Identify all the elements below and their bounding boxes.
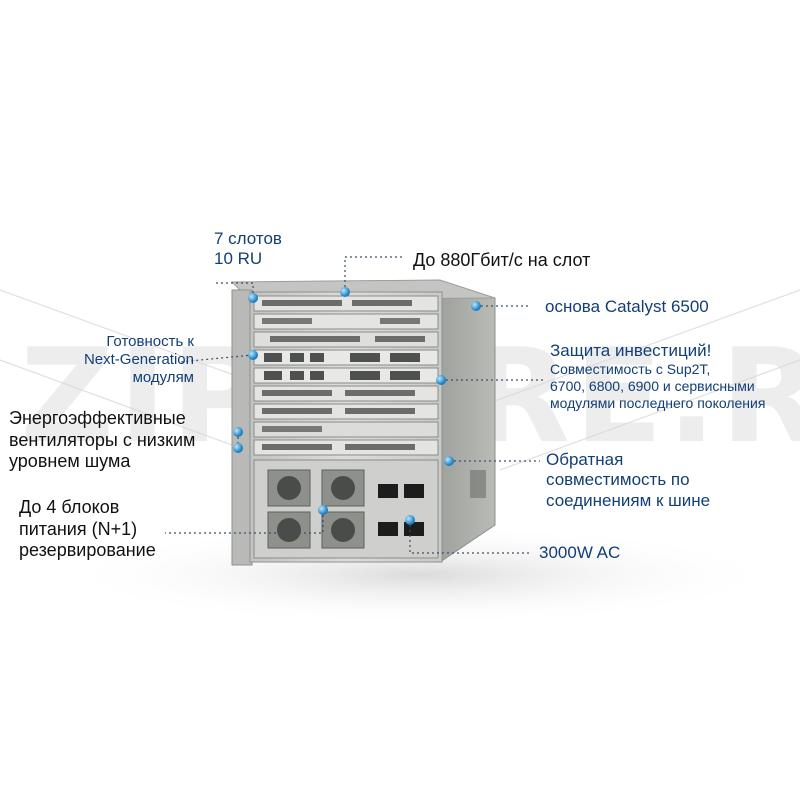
callout-leader-lines xyxy=(165,256,545,554)
investment-title: Защита инвестиций! xyxy=(550,341,712,360)
slot-4-supervisor xyxy=(253,349,439,366)
slot-7 xyxy=(253,403,439,420)
slots-callout: 7 слотов 10 RU xyxy=(214,229,282,270)
investment-protection-callout: Защита инвестиций! Совместимость с Sup2T… xyxy=(550,341,766,411)
blue-dot-icon xyxy=(248,350,258,360)
slot-6 xyxy=(253,385,439,402)
line-card-slots xyxy=(253,295,439,456)
ac-power-callout: 3000W AC xyxy=(539,543,621,562)
slot-9 xyxy=(253,439,439,456)
power-supplies-callout: До 4 блоков питания (N+1) резервирование xyxy=(19,497,156,561)
blue-dot-icon xyxy=(233,443,243,453)
slots-count-label: 7 слотов xyxy=(214,229,282,248)
watermark-right: RE.RU xyxy=(470,320,800,472)
blue-dot-icon xyxy=(444,456,454,466)
base-platform-callout: основа Catalyst 6500 xyxy=(545,297,709,316)
backward-compatibility-callout: Обратная совместимость по соединениям к … xyxy=(546,450,711,510)
slot-2 xyxy=(253,313,439,330)
slot-8 xyxy=(253,421,439,438)
slot-5-supervisor xyxy=(253,367,439,384)
blue-dot-icon xyxy=(471,301,481,311)
blue-dot-icon xyxy=(233,427,243,437)
blue-dot-icon xyxy=(436,375,446,385)
rack-units-label: 10 RU xyxy=(214,249,263,269)
blue-dot-icon xyxy=(318,505,328,515)
ac-inlets xyxy=(378,484,424,536)
slot-3 xyxy=(253,331,439,348)
blue-dot-icon xyxy=(248,293,258,303)
blue-dot-icon xyxy=(340,287,350,297)
blue-dot-icon xyxy=(405,515,415,525)
slot-1 xyxy=(253,295,439,312)
next-generation-callout: Готовность к Next-Generation модулям xyxy=(83,333,194,386)
fans-callout: Энергоэффективные вентиляторы с низким у… xyxy=(9,408,196,472)
power-supply-bay xyxy=(253,459,439,559)
chassis-side-panel xyxy=(439,289,496,563)
bandwidth-callout: До 880Гбит/с на слот xyxy=(413,250,591,270)
watermark-left: ZIP xyxy=(20,320,270,472)
